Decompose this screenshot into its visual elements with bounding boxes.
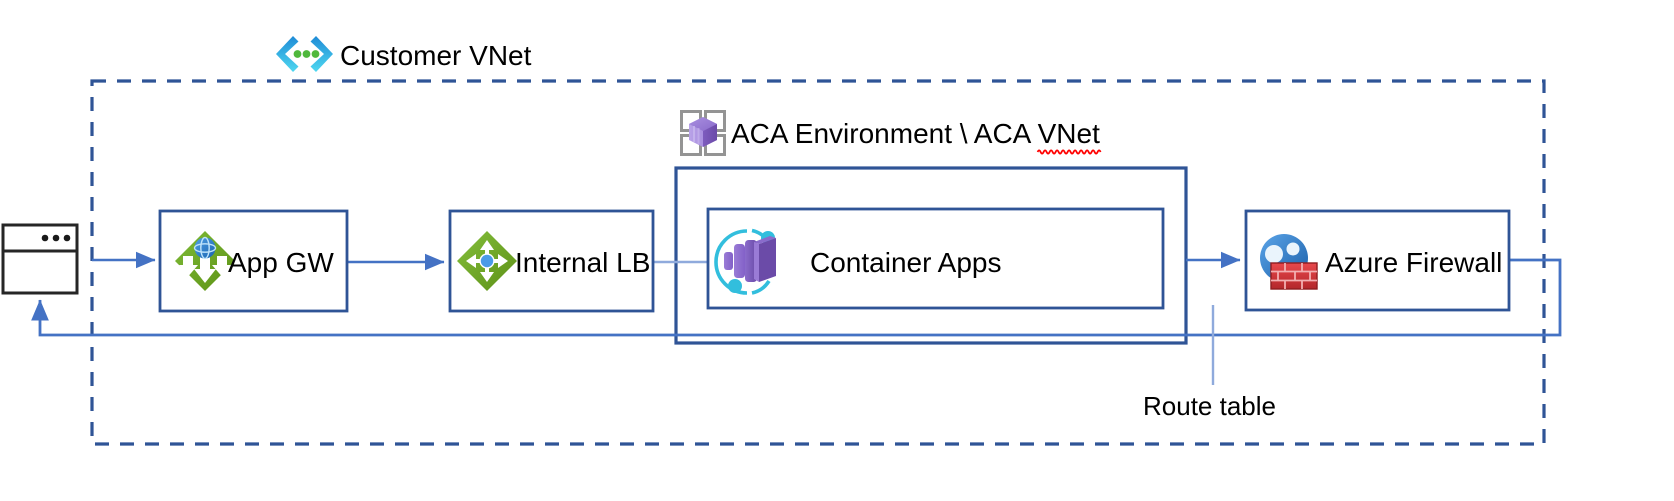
load-balancer-icon xyxy=(457,231,517,291)
node-client[interactable] xyxy=(1,223,79,295)
aca-environment-boundary xyxy=(674,166,1188,345)
spellcheck-squiggle xyxy=(1036,149,1102,155)
route-table-label: Route table xyxy=(1143,391,1276,421)
return-path-firewall-to-client xyxy=(31,258,1562,337)
browser-dot-2 xyxy=(52,234,60,242)
container-apps-label: Container Apps xyxy=(810,247,1001,278)
application-gateway-icon xyxy=(175,231,235,291)
customer-vnet-boundary xyxy=(90,79,1546,446)
browser-dot-1 xyxy=(41,234,49,242)
aca-environment-label: ACA Environment \ ACA VNet xyxy=(731,118,1100,149)
node-container-apps[interactable]: Container Apps xyxy=(706,207,1165,310)
aca-environment-label-misspelled: VNet xyxy=(1038,118,1100,149)
node-app-gw[interactable]: App GW xyxy=(158,209,349,313)
browser-dot-3 xyxy=(63,234,71,242)
node-azure-firewall[interactable]: Azure Firewall xyxy=(1244,209,1511,312)
brick-wall xyxy=(1270,262,1318,290)
customer-vnet-label: Customer VNet xyxy=(340,40,532,71)
container-apps-icon xyxy=(714,228,776,295)
app-gw-label: App GW xyxy=(228,247,334,278)
aca-environment-label-plain: ACA Environment \ ACA xyxy=(731,118,1038,149)
azure-firewall-icon xyxy=(1260,234,1318,290)
container-apps-box[interactable] xyxy=(706,207,1165,310)
internal-lb-label: Internal LB xyxy=(515,247,650,278)
vnet-icon xyxy=(276,36,333,72)
aca-environment-icon xyxy=(680,110,726,156)
node-internal-lb[interactable]: Internal LB xyxy=(448,209,655,313)
azure-firewall-label: Azure Firewall xyxy=(1325,247,1502,278)
